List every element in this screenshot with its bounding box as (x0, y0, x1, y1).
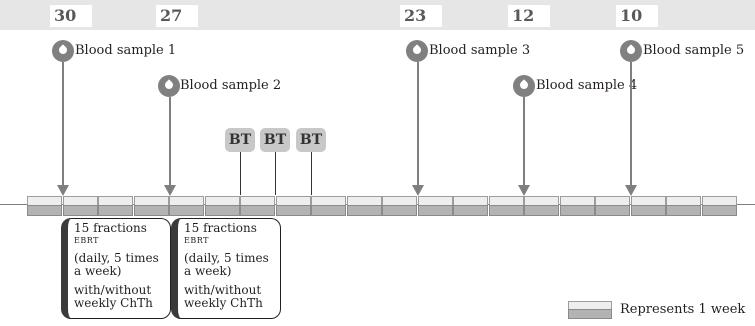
treatment-schedule: (daily, 5 times a week) (74, 251, 159, 278)
week-segment (134, 196, 169, 216)
week-legend-swatch (568, 301, 612, 319)
blood-sample-1-label: Blood sample 1 (75, 43, 177, 58)
day-count-4: 12 (508, 5, 550, 27)
week-legend-label: Represents 1 week (620, 302, 746, 317)
week-segment (347, 196, 382, 216)
week-segment (311, 196, 346, 216)
blood-sample-4-label: Blood sample 4 (536, 78, 638, 93)
blood-drop-icon (620, 40, 642, 62)
blood-drop-icon (406, 40, 428, 62)
treatment-chemo: with/without weekly ChTh (184, 283, 263, 310)
sample-2-arrow-line (169, 97, 171, 187)
treatment-schedule: (daily, 5 times a week) (184, 251, 269, 278)
week-segment (205, 196, 240, 216)
sample-1-arrowhead (57, 185, 69, 196)
week-segment (240, 196, 275, 216)
treatment-type: EBRT (184, 236, 209, 245)
week-segment (382, 196, 417, 216)
bt-marker-3: BT (296, 128, 326, 152)
treatment-block-2: 15 fractions EBRT (daily, 5 times a week… (171, 218, 281, 319)
week-segment (560, 196, 595, 216)
sample-3-arrow-line (417, 62, 419, 187)
sample-3-arrowhead (412, 185, 424, 196)
day-count-5: 10 (616, 5, 658, 27)
sample-5-arrowhead (625, 185, 637, 196)
week-segment (276, 196, 311, 216)
week-segment (418, 196, 453, 216)
week-segment (98, 196, 133, 216)
blood-sample-3-label: Blood sample 3 (429, 43, 531, 58)
blood-sample-2-label: Blood sample 2 (180, 78, 282, 93)
week-segment (489, 196, 524, 216)
week-segment (453, 196, 488, 216)
fraction-count: 15 fractions (74, 221, 147, 235)
day-count-3: 23 (400, 5, 442, 27)
bt-2-line (275, 152, 276, 195)
sample-5-arrow-line (630, 62, 632, 187)
sample-2-arrowhead (164, 185, 176, 196)
bt-3-line (311, 152, 312, 195)
day-count-2: 27 (156, 5, 198, 27)
bt-marker-1: BT (225, 128, 255, 152)
week-segment (27, 196, 62, 216)
week-segment (524, 196, 559, 216)
blood-drop-icon (513, 75, 535, 97)
blood-sample-5-label: Blood sample 5 (643, 43, 745, 58)
day-count-1: 30 (50, 5, 92, 27)
treatment-chemo: with/without weekly ChTh (74, 283, 153, 310)
week-segment (631, 196, 666, 216)
blood-drop-icon (158, 75, 180, 97)
week-segment (169, 196, 204, 216)
sample-4-arrowhead (518, 185, 530, 196)
week-segment (595, 196, 630, 216)
bt-1-line (240, 152, 241, 195)
treatment-type: EBRT (74, 236, 99, 245)
sample-1-arrow-line (62, 62, 64, 187)
week-segment (702, 196, 737, 216)
bt-marker-2: BT (260, 128, 290, 152)
week-segment (63, 196, 98, 216)
treatment-block-1: 15 fractions EBRT (daily, 5 times a week… (61, 218, 171, 319)
fraction-count: 15 fractions (184, 221, 257, 235)
week-segment (666, 196, 701, 216)
sample-4-arrow-line (523, 97, 525, 187)
blood-drop-icon (52, 40, 74, 62)
